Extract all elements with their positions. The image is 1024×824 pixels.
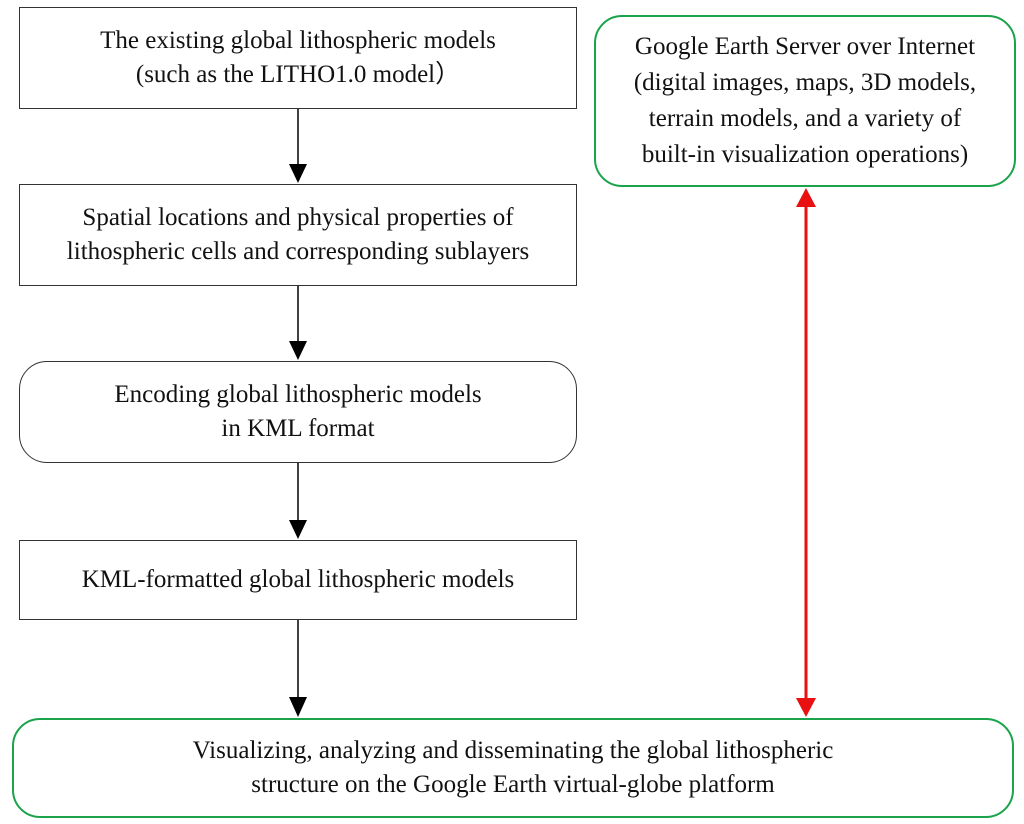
platform-line1: Visualizing, analyzing and disseminating… [192,737,834,764]
existing-models-line1: The existing global lithospheric models [100,27,496,54]
kml-models-line1: KML-formatted global lithospheric models [81,566,515,593]
visualization-platform-box: Visualizing, analyzing and disseminating… [12,718,1014,818]
kml-encoding-box: Encoding global lithospheric models in K… [19,361,577,463]
flow-arrow-4 [289,620,307,717]
flow-arrow-3 [289,463,307,539]
platform-line2: structure on the Google Earth virtual-gl… [251,771,775,798]
existing-models-box: The existing global lithospheric models … [19,7,577,109]
kml-encoding-line1: Encoding global lithospheric models [114,381,482,408]
kml-models-box: KML-formatted global lithospheric models [19,540,577,620]
spatial-properties-line1: Spatial locations and physical propertie… [82,204,514,231]
google-earth-server-box: Google Earth Server over Internet (digit… [594,15,1016,187]
server-line1: Google Earth Server over Internet [634,33,976,60]
server-line2: (digital images, maps, 3D models, [633,69,977,96]
existing-models-line2: (such as the LITHO1.0 model） [135,61,461,88]
flow-arrow-1 [289,109,307,183]
spatial-properties-box: Spatial locations and physical propertie… [19,184,577,286]
server-line3: terrain models, and a variety of [648,105,962,132]
flow-arrow-2 [289,286,307,360]
server-line4: built-in visualization operations) [641,141,969,168]
bidirectional-link-arrow [796,188,816,717]
kml-encoding-line2: in KML format [221,415,375,442]
spatial-properties-line2: lithospheric cells and corresponding sub… [66,238,530,265]
